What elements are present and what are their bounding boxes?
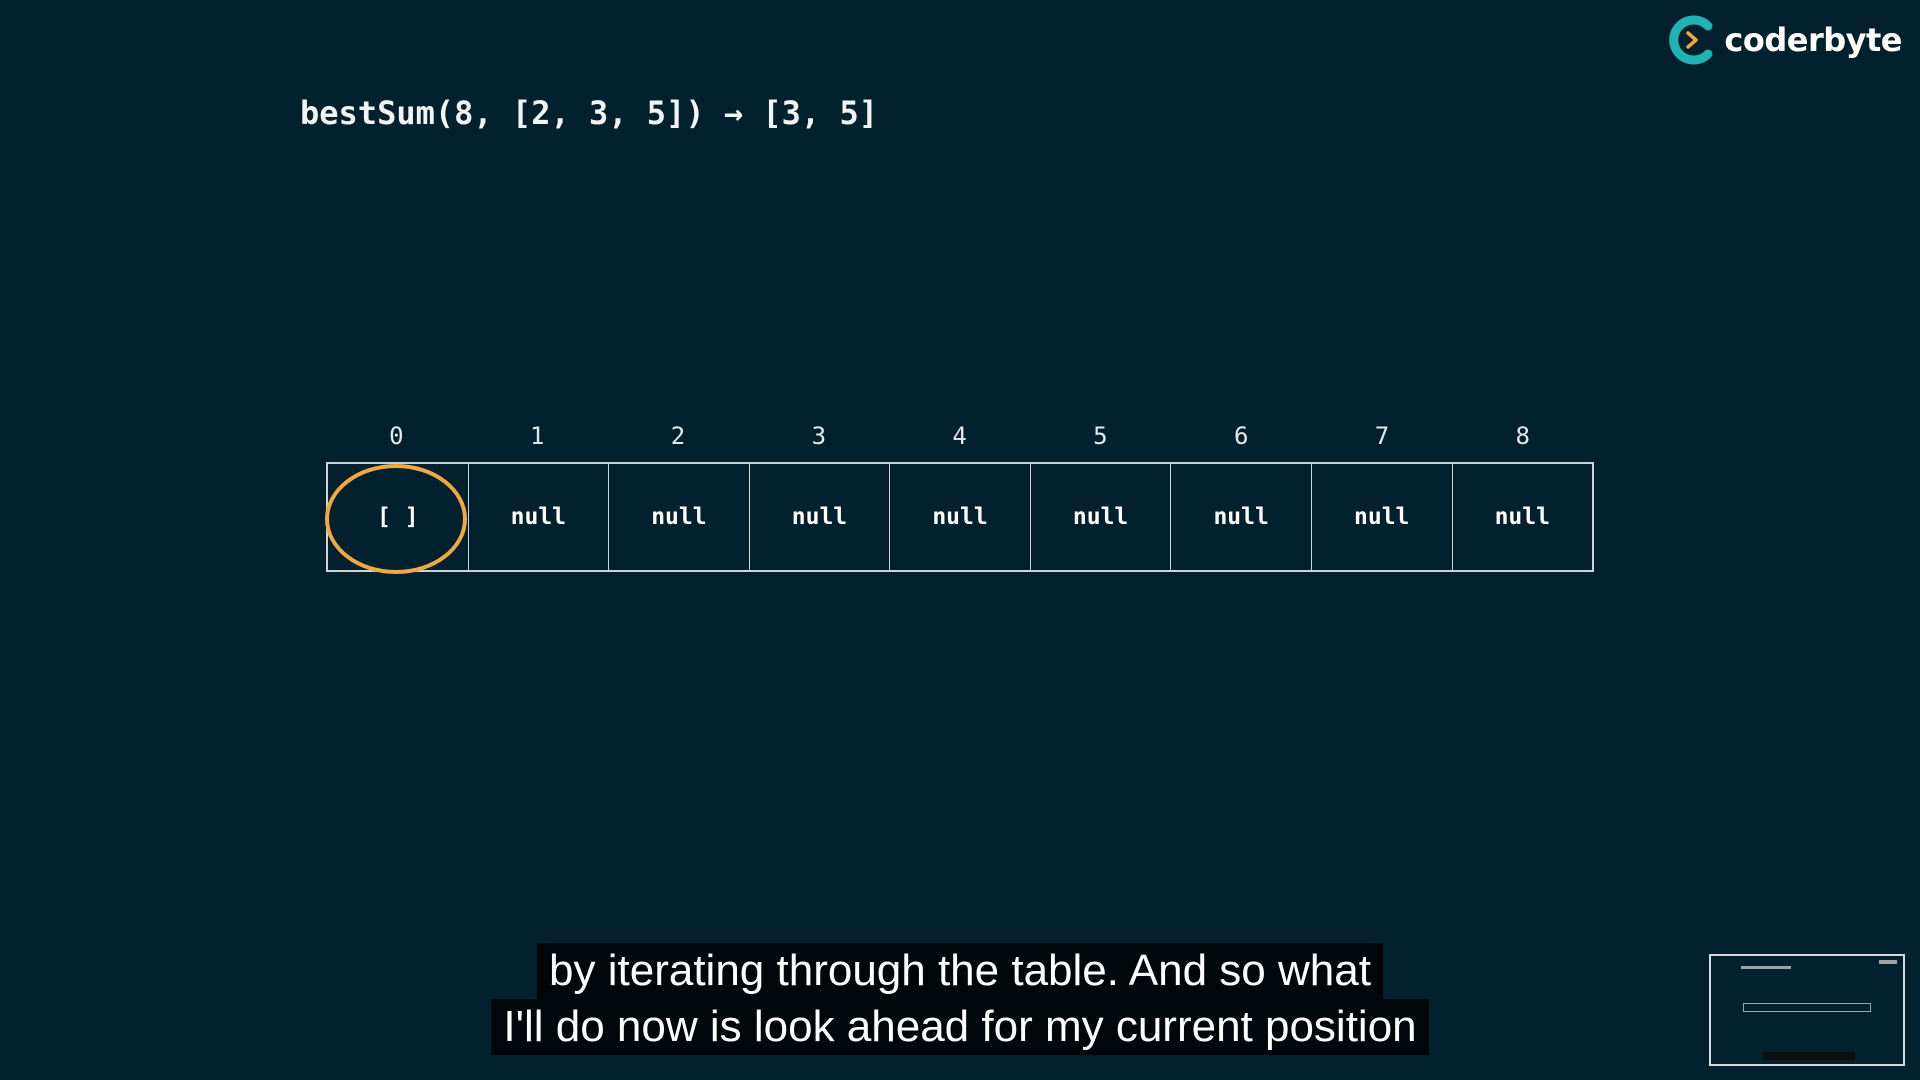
preview-thumbnail[interactable] — [1709, 954, 1905, 1066]
brand-name: coderbyte — [1724, 21, 1902, 59]
index-label: 1 — [529, 422, 545, 450]
coderbyte-logo-icon — [1669, 15, 1713, 65]
index-label: 6 — [1233, 422, 1249, 450]
caption-box: by iterating through the table. And so w… — [0, 943, 1920, 1055]
thumbnail-table — [1743, 1003, 1871, 1012]
table-cell: null — [469, 464, 610, 570]
index-label: 7 — [1374, 422, 1390, 450]
index-label: 5 — [1093, 422, 1108, 450]
dp-table: [ ] null null null null null null null n… — [326, 462, 1594, 572]
table-cell: null — [609, 464, 750, 570]
coderbyte-logo: coderbyte — [1666, 14, 1902, 66]
table-cell: null — [1031, 464, 1172, 570]
table-cell: null — [750, 464, 891, 570]
thumbnail-logo — [1879, 960, 1897, 964]
table-cell: [ ] — [328, 464, 469, 570]
index-label: 3 — [811, 422, 827, 450]
caption-line: I'll do now is look ahead for my current… — [491, 999, 1429, 1055]
caption-line: by iterating through the table. And so w… — [537, 943, 1383, 999]
table-cell: null — [1312, 464, 1453, 570]
table-cell: null — [1171, 464, 1312, 570]
table-cell: null — [890, 464, 1031, 570]
index-label: 8 — [1515, 422, 1530, 450]
index-label: 2 — [670, 422, 686, 450]
thumbnail-title — [1741, 966, 1791, 969]
problem-title: bestSum(8, [2, 3, 5]) → [3, 5] — [300, 94, 878, 132]
index-label: 0 — [389, 422, 404, 450]
table-cell: null — [1494, 504, 1550, 530]
thumbnail-caption — [1763, 1052, 1855, 1060]
index-label: 4 — [952, 422, 967, 450]
index-row: 0 1 2 3 4 5 6 7 8 — [326, 422, 1594, 450]
